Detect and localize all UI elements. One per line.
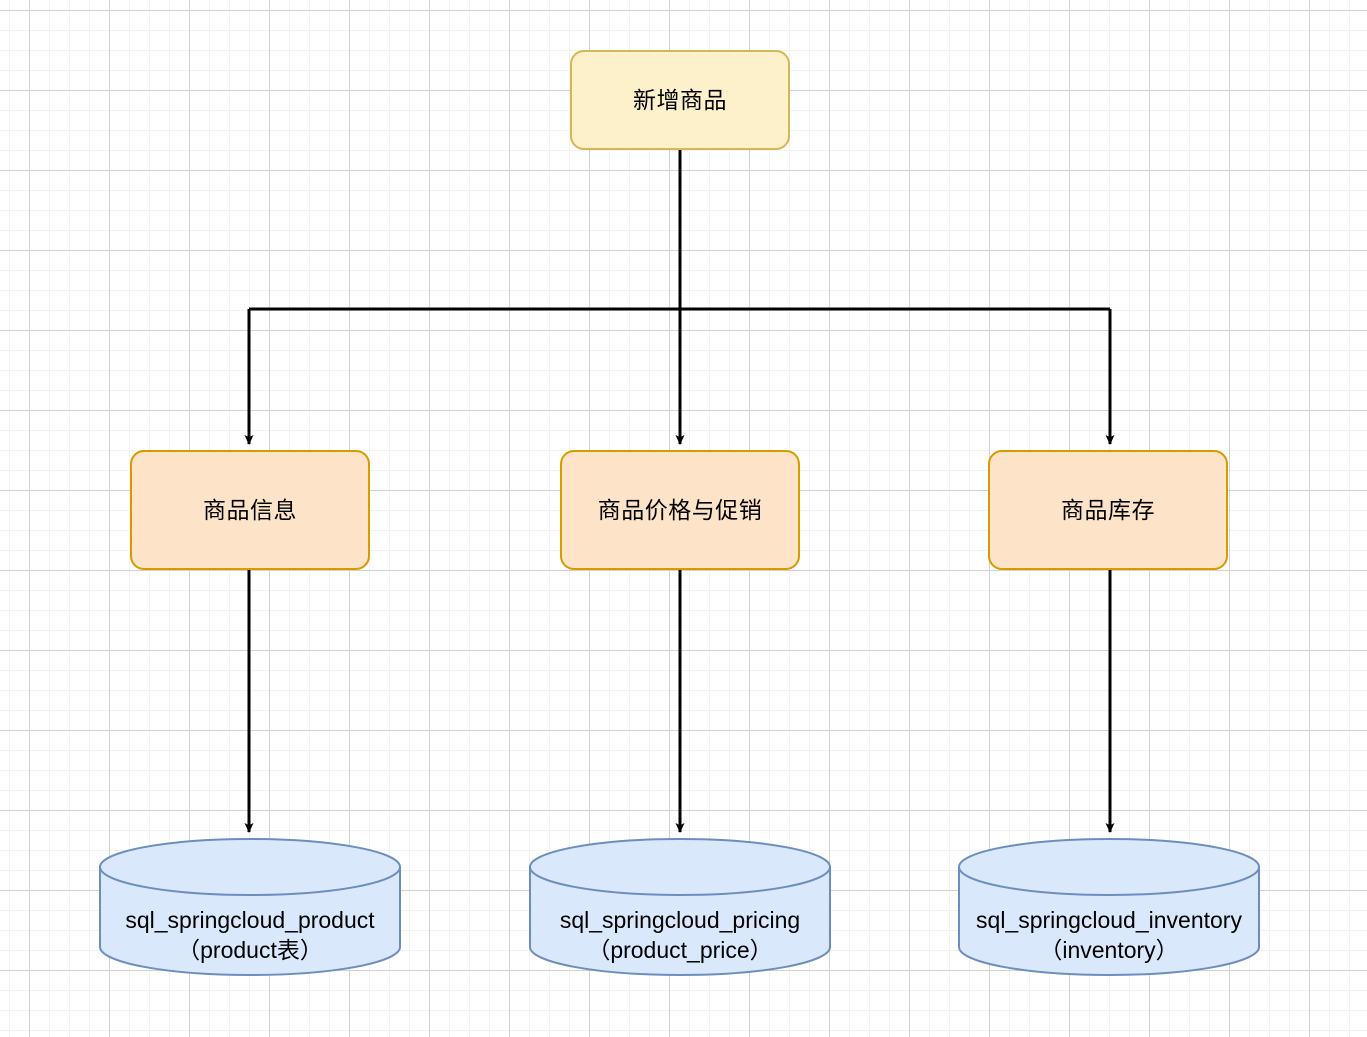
node-product-pricing-label: 商品价格与促销 [597,496,763,523]
node-database-inventory[interactable]: sql_springcloud_inventory （inventory） [958,838,1260,976]
database-pricing-table: （product_price） [587,937,773,964]
database-product-name: sql_springcloud_product [125,907,375,934]
node-product-inventory[interactable]: 商品库存 [988,450,1228,570]
node-new-product-label: 新增商品 [633,86,727,113]
node-product-info[interactable]: 商品信息 [130,450,370,570]
database-pricing-name: sql_springcloud_pricing [559,907,801,934]
node-product-inventory-label: 商品库存 [1061,496,1155,523]
node-database-product[interactable]: sql_springcloud_product （product表） [99,838,401,976]
node-database-pricing[interactable]: sql_springcloud_pricing （product_price） [529,838,831,976]
database-inventory-name: sql_springcloud_inventory [976,907,1242,934]
database-inventory-table: （inventory） [1039,937,1179,964]
node-product-info-label: 商品信息 [203,496,297,523]
node-product-pricing[interactable]: 商品价格与促销 [560,450,800,570]
database-product-table: （product表） [177,937,323,964]
node-new-product[interactable]: 新增商品 [570,50,790,150]
